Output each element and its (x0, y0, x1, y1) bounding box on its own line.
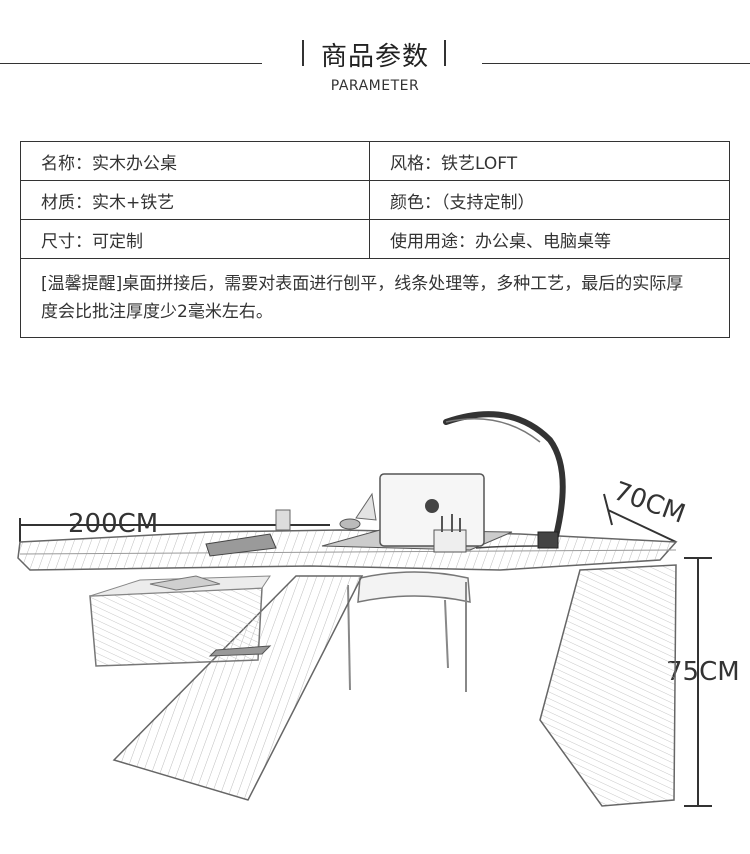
table-row: [温馨提醒]桌面拼接后，需要对表面进行刨平，线条处理等，多种工艺，最后的实际厚度… (20, 258, 730, 338)
table-row: 尺寸：可定制 使用用途：办公桌、电脑桌等 (20, 219, 730, 259)
height-dimension: 75CM (666, 557, 740, 807)
pen-holder-sketch (433, 514, 467, 553)
param-note: [温馨提醒]桌面拼接后，需要对表面进行刨平，线条处理等，多种工艺，最后的实际厚度… (20, 258, 730, 338)
apple-logo-icon (425, 499, 439, 513)
desk-sketch: 200CM 70CM 75CM (17, 411, 740, 807)
depth-label: 70CM (610, 476, 689, 529)
header-bar-left (302, 40, 304, 66)
laptop-sketch (379, 473, 485, 547)
param-material: 材质：实木+铁艺 (20, 180, 370, 220)
desk-right-leg (539, 564, 677, 807)
desk-drawer-block (89, 575, 272, 667)
depth-dimension: 70CM (603, 476, 689, 543)
table-row: 材质：实木+铁艺 颜色：（支持定制） (20, 180, 730, 220)
param-style: 风格：铁艺LOFT (369, 141, 730, 181)
table-row: 名称：实木办公桌 风格：铁艺LOFT (20, 141, 730, 181)
parameter-table: 名称：实木办公桌 风格：铁艺LOFT 材质：实木+铁艺 颜色：（支持定制） 尺寸… (20, 141, 730, 338)
param-size: 尺寸：可定制 (20, 219, 370, 259)
width-label: 200CM (68, 509, 158, 539)
height-label: 75CM (666, 657, 740, 687)
page-subtitle: PARAMETER (330, 78, 420, 94)
page-title: 商品参数 (320, 42, 429, 72)
chair-sketch (347, 571, 471, 692)
param-usage: 使用用途：办公桌、电脑桌等 (369, 219, 730, 259)
header-bar-right (444, 40, 446, 66)
param-color: 颜色：（支持定制） (369, 180, 730, 220)
desk-top (17, 529, 678, 571)
desk-lower-board (112, 575, 364, 801)
param-name: 名称：实木办公桌 (20, 141, 370, 181)
header-rule-right (482, 63, 750, 64)
header-rule-left (0, 63, 262, 64)
desk-lamp-sketch (443, 411, 566, 549)
